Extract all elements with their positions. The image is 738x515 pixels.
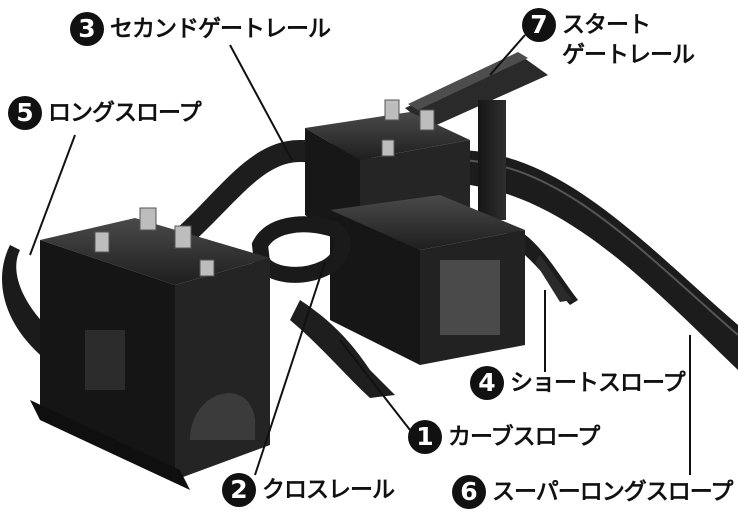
callout-2: 2 クロスレール [222,473,395,507]
callout-label-7: スタート ゲートレール [562,12,695,68]
callout-number-2: 2 [222,473,256,507]
callout-3: 3 セカンドゲートレール [70,12,331,46]
leader-1 [339,339,411,431]
callout-number-3: 3 [70,12,104,46]
leader-7 [489,34,526,76]
leader-5 [29,134,76,256]
callout-5: 5 ロングスロープ [8,96,202,130]
callout-label-6: スーパーロングスロープ [492,479,733,505]
callout-number-5: 5 [8,96,42,130]
left-arch [190,393,255,440]
callout-label-3: セカンドゲートレール [110,16,331,42]
callout-label-1: カーブスロープ [448,424,600,450]
left-block-side [175,258,270,480]
curve-slope [290,300,395,398]
leader-lines [29,34,691,476]
start-gate-rail [405,55,548,128]
right-block-leg [440,260,500,335]
callout-label-4: ショートスロープ [510,370,686,396]
base-plate [30,400,190,490]
leader-3 [229,44,293,161]
short-slope-tip [535,255,572,302]
callout-1: 1 カーブスロープ [408,420,600,454]
callout-6: 6 スーパーロングスロープ [452,475,733,509]
callout-label-2: クロスレール [262,477,395,503]
callout-label-5: ロングスロープ [48,100,202,126]
right-block-top [330,195,525,250]
right-block-front [330,210,420,365]
callout-number-7: 7 [522,8,556,42]
leader-2 [254,261,326,476]
gate-pieces [94,99,435,277]
cross-rail [251,216,351,283]
left-block-window [85,330,125,390]
callout-7: 7 スタート ゲートレール [522,8,695,70]
start-tower [478,100,506,220]
callout-4: 4 ショートスロープ [470,366,686,400]
callout-number-6: 6 [452,475,486,509]
callout-number-4: 4 [470,366,504,400]
callout-number-1: 1 [408,420,442,454]
